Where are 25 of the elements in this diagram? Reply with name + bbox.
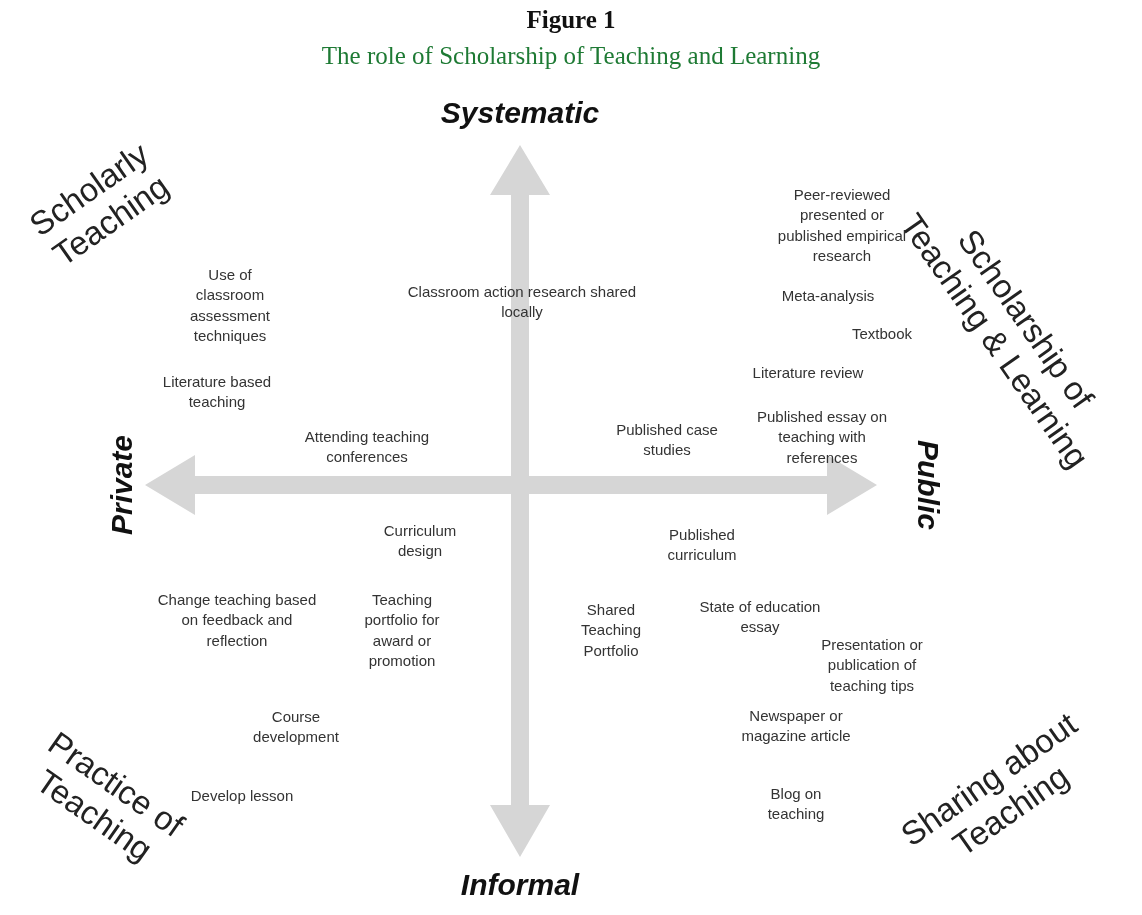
activity-label: Published case studies — [615, 419, 719, 460]
figure-title: Figure 1 — [525, 6, 617, 34]
activity-label: Presentation or publication of teaching tips — [820, 634, 924, 696]
axis-label: Informal — [460, 866, 580, 903]
activity-label: Course development — [252, 706, 340, 747]
activity-label: Published essay on teaching with references — [755, 406, 889, 468]
activity-label: Literature based teaching — [161, 371, 273, 412]
activity-label: Change teaching based on feedback and reflection — [157, 589, 317, 651]
activity-label: Blog on teaching — [766, 783, 826, 824]
activity-label: Classroom action research shared locally — [407, 281, 637, 322]
figure-caption: The role of Scholarship of Teaching and Learning — [320, 42, 822, 70]
axis-label: Private — [103, 434, 139, 536]
activity-label: Newspaper or magazine article — [740, 705, 852, 746]
activity-label: State of education essay — [698, 596, 822, 637]
axis-label: Systematic — [440, 94, 600, 131]
activity-label: Published curriculum — [666, 524, 738, 565]
axis-label: Public — [911, 440, 947, 530]
activity-label: Literature review — [751, 362, 865, 383]
activity-label: Teaching portfolio for award or promotion — [363, 589, 441, 671]
activity-label: Shared Teaching Portfolio — [579, 599, 642, 661]
activity-label: Meta-analysis — [780, 285, 876, 306]
activity-label: Use of classroom assessment techniques — [188, 264, 271, 346]
activity-label: Develop lesson — [189, 785, 295, 806]
activity-label: Attending teaching conferences — [303, 426, 431, 467]
activity-label: Curriculum design — [382, 520, 458, 561]
